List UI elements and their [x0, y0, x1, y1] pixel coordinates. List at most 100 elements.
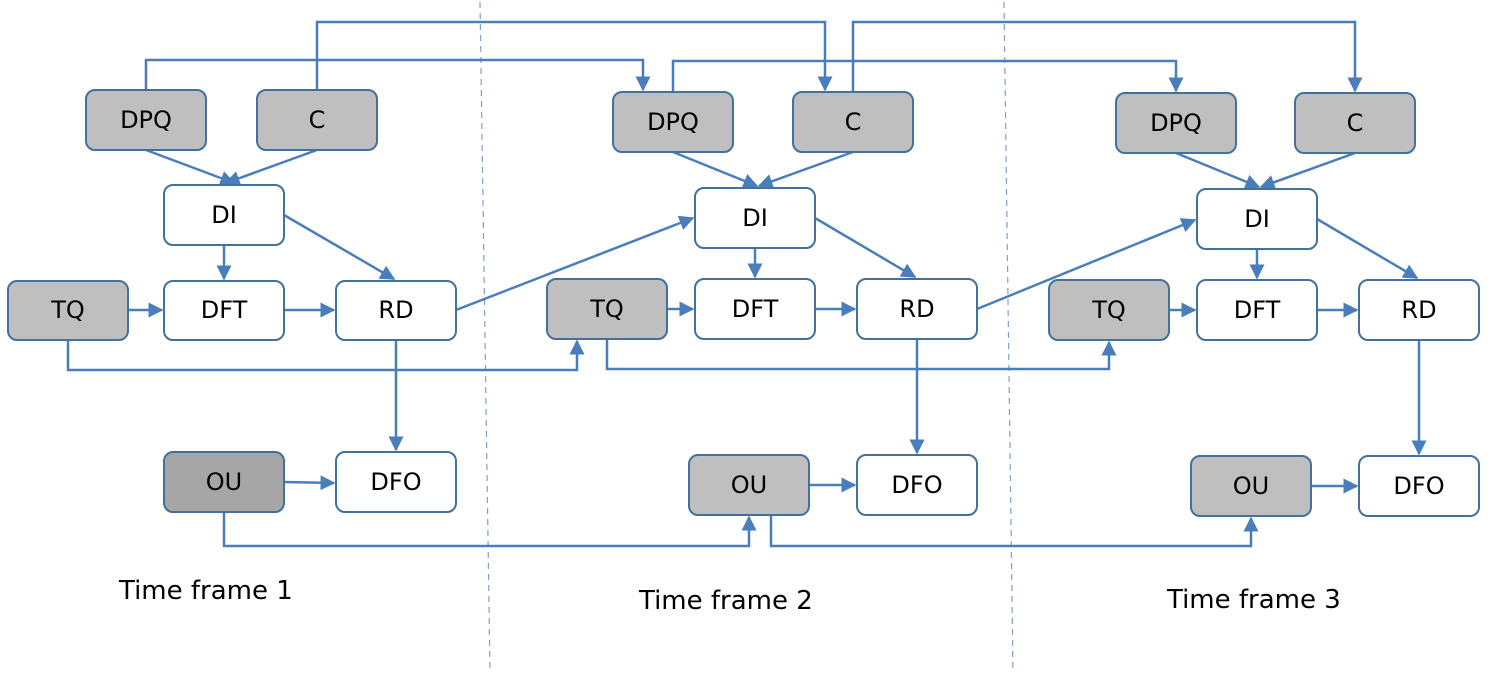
node-label: TQ [589, 295, 624, 323]
edge-rd-to-di-frame-1-to-2 [455, 215, 695, 312]
edge-dpq-to-dpq-frame-2-to-3 [671, 59, 1184, 93]
frame-label-1: Time frame 1 [118, 576, 293, 606]
edge-rd-to-di-frame-2-to-3 [976, 218, 1197, 311]
edge-dpq-to-di-frame-2 [672, 150, 759, 188]
node-label: DPQ [1150, 109, 1202, 137]
node-label: DPQ [647, 108, 699, 136]
node-label: OU [1233, 472, 1269, 500]
edges-layer [66, 20, 1427, 548]
edge-di-to-rd-frame-1 [283, 213, 396, 281]
node-label: DFT [732, 295, 779, 323]
node-box [163, 451, 285, 513]
node-label: TQ [50, 296, 85, 324]
node-dfo-2: DFO [856, 454, 978, 516]
node-label: OU [731, 471, 767, 499]
node-c-1: C [256, 89, 378, 151]
time-frame-3: DPQ C DI TQ DFT RD OU DFO Time [1048, 92, 1480, 615]
node-box [1196, 188, 1318, 250]
time-frame-2: DPQ C DI TQ DFT RD OU DFO Time [546, 91, 978, 616]
node-dfo-1: DFO [335, 451, 457, 513]
node-box [1048, 279, 1170, 341]
edge-tq-to-tq-frame-1-to-2 [66, 339, 585, 372]
node-label: DPQ [120, 106, 172, 134]
node-box [856, 278, 978, 340]
node-box [1115, 92, 1237, 154]
node-box [688, 454, 810, 516]
node-box [694, 187, 816, 249]
node-label: C [845, 108, 862, 136]
node-box [1358, 279, 1480, 341]
node-box [7, 280, 129, 341]
edge-c-to-c-frame-1-to-2 [315, 20, 833, 92]
edge-dpq-to-di-frame-3 [1175, 151, 1261, 189]
node-box [1358, 455, 1480, 517]
node-tq-2: TQ [546, 278, 668, 340]
node-label: DI [1244, 205, 1270, 233]
node-label: DFO [891, 471, 942, 499]
node-label: DI [211, 201, 237, 229]
node-label: DFO [1393, 472, 1444, 500]
node-dft-3: DFT [1196, 279, 1318, 341]
edge-c-to-di-frame-1 [224, 148, 318, 186]
time-frame-1: DPQ C DI TQ DFT RD OU DFO Time [7, 89, 457, 606]
node-dft-2: DFT [694, 278, 816, 340]
node-ou-2: OU [688, 454, 810, 516]
node-dpq-1: DPQ [85, 89, 207, 151]
node-box [1190, 455, 1312, 517]
node-rd-3: RD [1358, 279, 1480, 341]
node-box [546, 278, 668, 340]
node-label: DFO [370, 468, 421, 496]
edge-ou-to-ou-frame-1-to-2 [222, 512, 757, 548]
node-dft-1: DFT [163, 280, 285, 341]
node-box [256, 89, 378, 151]
node-c-2: C [792, 91, 914, 153]
node-label: RD [378, 296, 413, 324]
node-rd-2: RD [856, 278, 978, 340]
node-box [612, 91, 734, 153]
node-di-1: DI [163, 184, 285, 246]
edge-tq-to-tq-frame-2-to-3 [605, 339, 1117, 371]
node-box [1294, 92, 1416, 154]
node-tq-1: TQ [7, 280, 129, 341]
edge-ou-to-ou-frame-2-to-3 [769, 515, 1259, 548]
frame-divider-1 [479, 1, 491, 673]
node-label: DFT [201, 296, 248, 324]
node-label: C [309, 106, 326, 134]
node-ou-3: OU [1190, 455, 1312, 517]
node-box [335, 451, 457, 513]
node-box [694, 278, 816, 340]
node-label: DI [742, 204, 768, 232]
edge-dpq-to-dpq-frame-1-to-2 [144, 58, 651, 92]
node-label: DFT [1234, 296, 1281, 324]
node-c-3: C [1294, 92, 1416, 154]
node-box [335, 280, 457, 341]
node-box [85, 89, 207, 151]
node-label: TQ [1091, 296, 1126, 324]
node-ou-1: OU [163, 451, 285, 513]
edge-di-to-rd-frame-2 [814, 216, 917, 279]
node-box [1196, 279, 1318, 341]
node-box [163, 280, 285, 341]
node-box [792, 91, 914, 153]
node-tq-3: TQ [1048, 279, 1170, 341]
node-dpq-3: DPQ [1115, 92, 1237, 154]
node-rd-1: RD [335, 280, 457, 341]
frame-divider-2 [1003, 1, 1014, 673]
edge-ou-to-dfo-frame-1 [283, 475, 336, 491]
node-label: C [1347, 109, 1364, 137]
edge-di-to-rd-frame-3 [1316, 217, 1419, 280]
node-label: RD [1401, 296, 1436, 324]
node-dpq-2: DPQ [612, 91, 734, 153]
frame-label-3: Time frame 3 [1166, 585, 1341, 615]
edge-c-to-di-frame-3 [1259, 151, 1356, 190]
node-box [856, 454, 978, 516]
frame-label-2: Time frame 2 [638, 586, 813, 616]
node-dfo-3: DFO [1358, 455, 1480, 517]
edge-c-to-c-frame-2-to-3 [851, 20, 1363, 93]
node-label: RD [899, 295, 934, 323]
edge-c-to-di-frame-2 [757, 150, 854, 189]
node-label: OU [206, 468, 242, 496]
node-di-2: DI [694, 187, 816, 249]
node-box [163, 184, 285, 246]
